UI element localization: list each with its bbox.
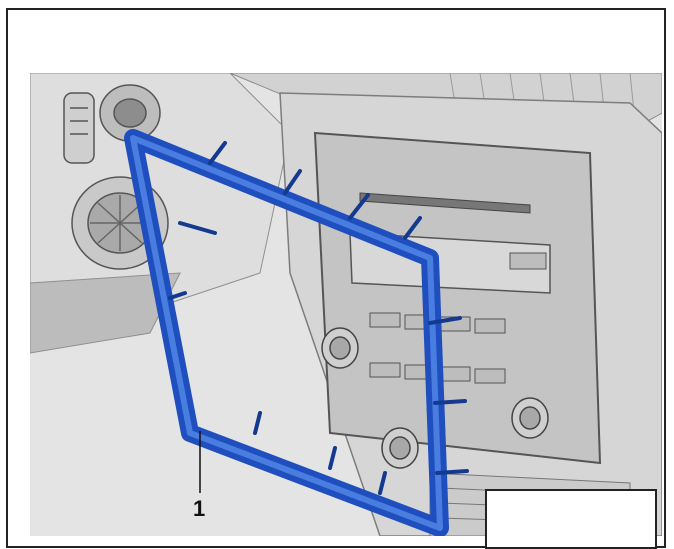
dashboard-illustration	[30, 73, 662, 536]
trim-frame-highlight	[130, 135, 443, 531]
radio-knobs	[321, 327, 549, 469]
trim-frame-clips	[168, 141, 469, 495]
ignition-key	[63, 84, 161, 164]
trim-frame	[124, 129, 469, 536]
column-shadow	[30, 272, 181, 354]
corner-label-box	[485, 489, 657, 549]
callout-number: 1	[193, 496, 206, 521]
cd-slot	[359, 192, 531, 214]
radio-unit	[313, 131, 602, 465]
